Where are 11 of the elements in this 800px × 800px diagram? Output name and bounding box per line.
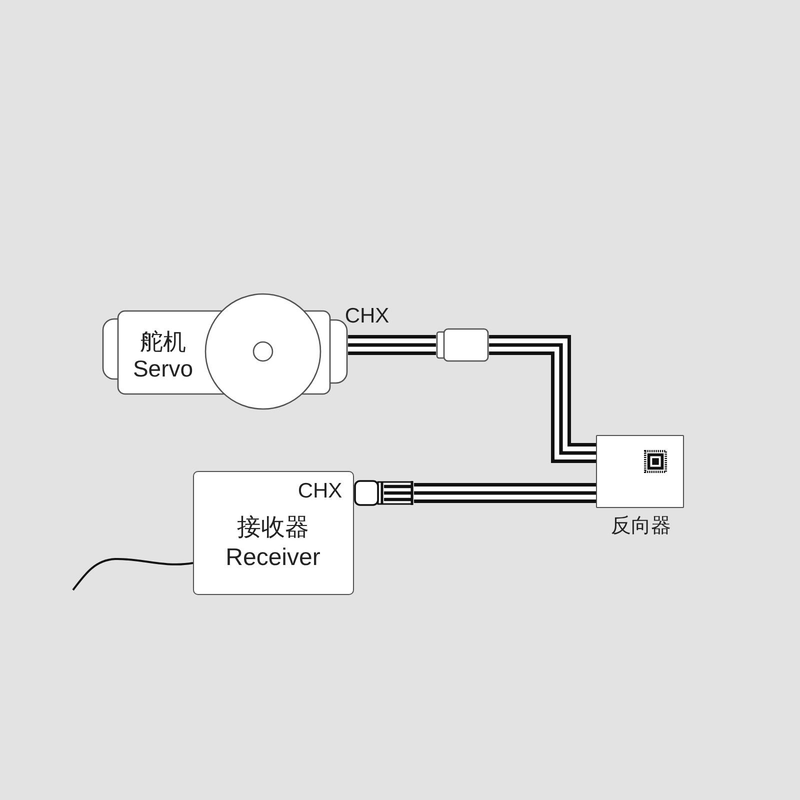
node-label: 接收器	[237, 516, 309, 540]
channel-label: CHX	[344, 306, 390, 326]
cable	[489, 335, 596, 463]
cable	[414, 483, 596, 503]
node-label: 舵机	[140, 330, 186, 354]
receiver-box	[193, 471, 354, 595]
node-label: 反向器	[611, 516, 671, 536]
node-label: Servo	[132, 358, 194, 380]
cable	[348, 335, 436, 355]
channel-label: CHX	[298, 480, 342, 502]
node-label: Receiver	[226, 546, 320, 570]
